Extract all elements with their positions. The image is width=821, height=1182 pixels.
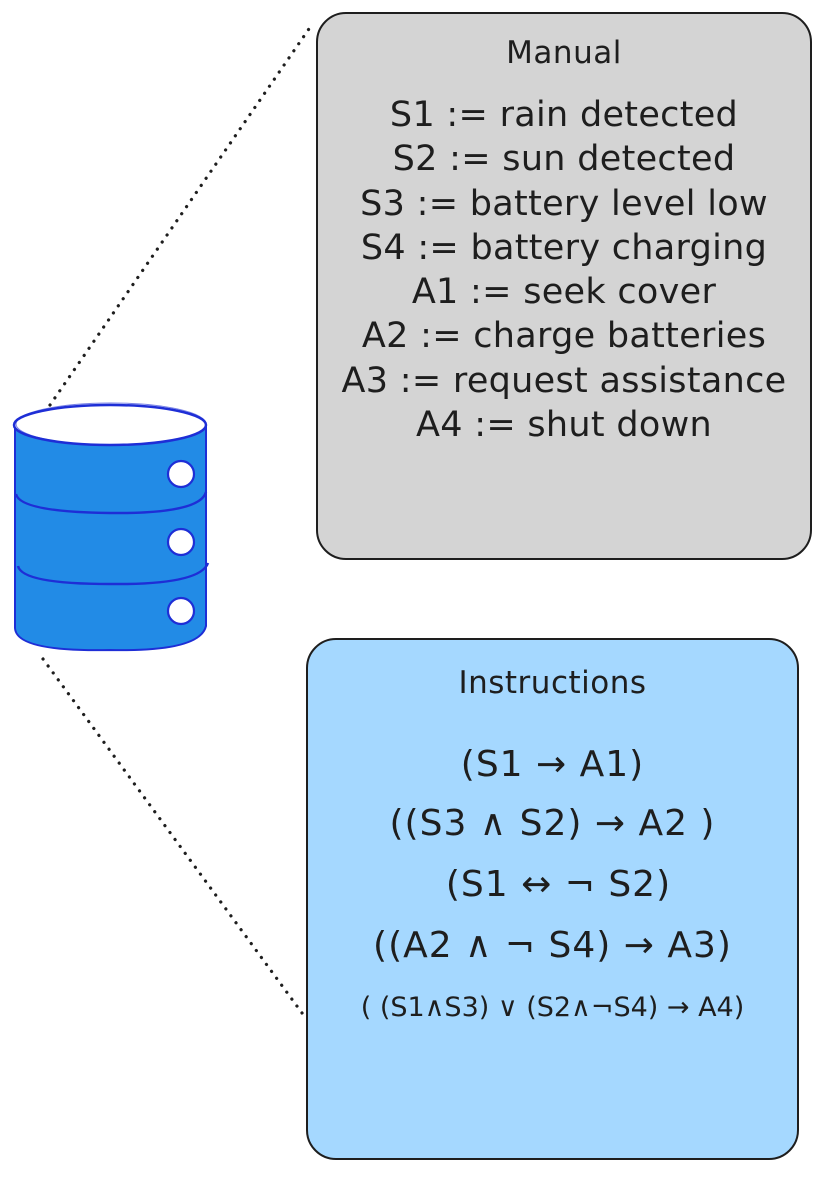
manual-item: A1 := seek cover xyxy=(411,272,717,313)
instruction-rule: (S1 ↔ ¬ S2) xyxy=(445,864,672,905)
connector-database-to-manual xyxy=(48,21,315,407)
database-indicator-2 xyxy=(166,527,196,557)
manual-item: S1 := rain detected xyxy=(389,95,739,135)
manual-item: S4 := battery charging xyxy=(360,227,768,268)
manual-item: A3 := request assistance xyxy=(341,360,787,401)
instructions-title: Instructions xyxy=(458,665,647,701)
database-divider-1 xyxy=(14,491,208,515)
instruction-rule: ((S3 ∧ S2) → A2 ) xyxy=(389,803,716,844)
manual-list: S1 := rain detected S2 := sun detected S… xyxy=(318,93,810,447)
instruction-rule: ( (S1∧S3) ∨ (S2∧¬S4) → A4) xyxy=(360,992,745,1023)
connector-database-to-instructions xyxy=(41,657,304,1015)
manual-item: A4 := shut down xyxy=(416,405,712,446)
manual-item: S2 := sun detected xyxy=(392,139,736,180)
instructions-list: (S1 → A1) ((S3 ∧ S2) → A2 ) (S1 ↔ ¬ S2) … xyxy=(308,737,797,1039)
manual-box: Manual S1 := rain detected S2 := sun det… xyxy=(316,12,812,560)
database-divider-2 xyxy=(16,562,210,586)
manual-title: Manual xyxy=(506,35,622,71)
manual-item: A2 := charge batteries xyxy=(361,316,767,357)
database-icon xyxy=(12,402,210,652)
instructions-box: Instructions (S1 → A1) ((S3 ∧ S2) → A2 )… xyxy=(306,638,799,1160)
instruction-rule: (S1 → A1) xyxy=(460,744,645,785)
instruction-rule: ((A2 ∧ ¬ S4) → A3) xyxy=(373,925,732,966)
manual-item: S3 := battery level low xyxy=(360,183,768,224)
database-indicator-1 xyxy=(166,459,196,489)
database-indicator-3 xyxy=(166,596,196,626)
database-body xyxy=(14,424,207,652)
